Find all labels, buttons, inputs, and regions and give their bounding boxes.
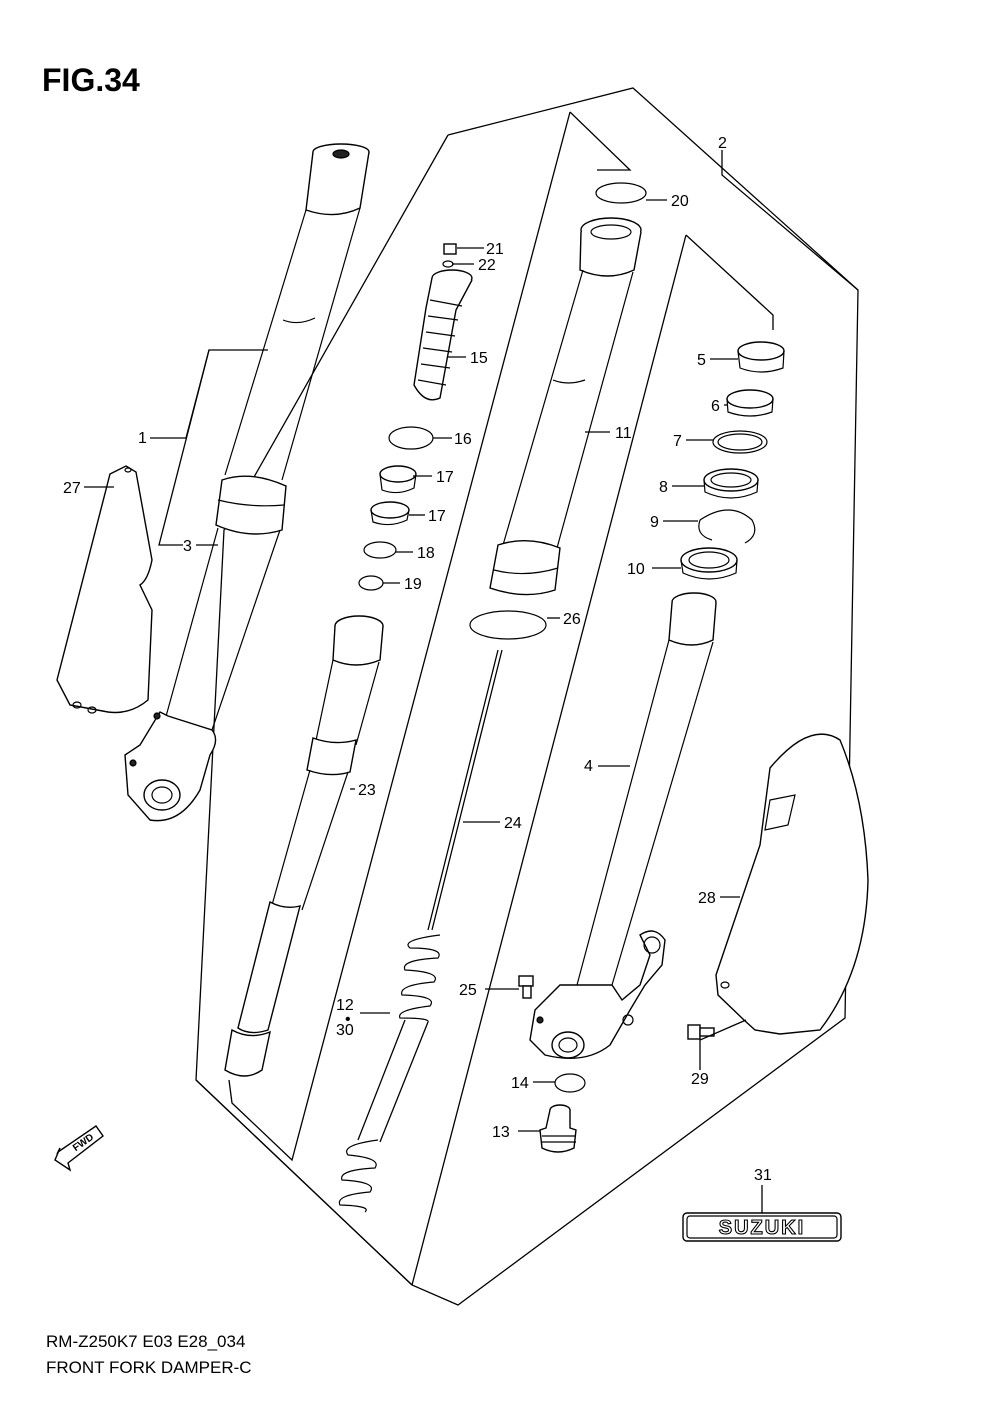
clip-9: [698, 509, 756, 544]
callout-2: 2: [718, 135, 727, 152]
callout-9: 9: [650, 514, 659, 531]
inner-tube-upper: [489, 217, 642, 596]
cartridge-head: [413, 243, 473, 401]
callout-31: 31: [754, 1167, 772, 1184]
assembly-frame-base: [195, 1079, 413, 1286]
o-ring-26: [469, 610, 547, 640]
callout-dot: •: [345, 1011, 351, 1028]
assembly-frame-inner-bottom: [411, 234, 687, 1286]
damper-rod: [427, 649, 499, 931]
ring-7: [712, 430, 768, 454]
callout-24: 24: [504, 815, 522, 832]
base-valve-13: [539, 1104, 577, 1153]
model-code: RM-Z250K7 E03 E28_034: [46, 1332, 246, 1351]
callout-17b: 17: [428, 508, 446, 525]
callout-6: 6: [711, 398, 720, 415]
leader-lines: [84, 150, 859, 1213]
oil-seal-10: [680, 547, 738, 580]
callout-23: 23: [358, 782, 376, 799]
suzuki-emblem: SUZUKI: [682, 1212, 842, 1242]
callout-3: 3: [183, 538, 192, 555]
ring-19: [358, 575, 384, 591]
callout-30: 30: [336, 1022, 354, 1039]
callout-26: 26: [563, 611, 581, 628]
assembly-frame-inner-right: [685, 234, 774, 330]
callout-18: 18: [417, 545, 435, 562]
fork-guard-right: [715, 733, 869, 1035]
fork-outer-tube-lower: [529, 592, 717, 1060]
callout-1: 1: [138, 430, 147, 447]
emblem-text: SUZUKI: [719, 1217, 805, 1239]
callout-11: 11: [615, 425, 632, 442]
stopper-ring-6: [726, 389, 774, 417]
callout-10: 10: [627, 561, 645, 578]
callout-7: 7: [673, 433, 682, 450]
callout-15: 15: [470, 350, 488, 367]
bleed-screw-25: [518, 975, 534, 999]
callout-21: 21: [486, 241, 504, 258]
fork-guard-left: [56, 465, 153, 714]
callout-20: 20: [671, 193, 689, 210]
fwd-arrow: FWD: [54, 1125, 104, 1172]
callout-4: 4: [584, 758, 593, 775]
figure-title: FIG.34: [42, 62, 140, 98]
callout-8: 8: [659, 479, 668, 496]
diagram-description: FRONT FORK DAMPER-C: [46, 1358, 252, 1377]
bolt-29: [687, 1024, 715, 1040]
bushing-17b: [370, 501, 410, 526]
ring-18: [363, 541, 397, 559]
callout-14: 14: [511, 1075, 529, 1092]
callout-27: 27: [63, 480, 81, 497]
callout-29: 29: [691, 1071, 709, 1088]
callout-19: 19: [404, 576, 422, 593]
assembly-frame-inner-left: [228, 111, 571, 1162]
callout-16: 16: [454, 431, 472, 448]
callout-5: 5: [697, 352, 706, 369]
oil-seal-8: [703, 468, 759, 499]
o-ring-14: [554, 1073, 586, 1093]
callout-25: 25: [459, 982, 477, 999]
bushing-17a: [379, 465, 417, 494]
callout-22: 22: [478, 257, 496, 274]
callout-12: 12: [336, 997, 354, 1014]
outer-tube-assembly-left: [124, 143, 370, 822]
callout-13: 13: [492, 1124, 510, 1141]
cartridge-body: [224, 615, 384, 1077]
damper-rod-edge: [431, 649, 503, 931]
assembly-frame-inner: [569, 111, 632, 171]
callout-17a: 17: [436, 469, 454, 486]
fork-spring: [338, 934, 441, 1213]
ring-16: [388, 426, 434, 450]
callout-28: 28: [698, 890, 716, 907]
dust-seal-5: [737, 341, 785, 373]
o-ring-20: [595, 182, 647, 204]
assembly-frame-outer: [195, 87, 859, 1306]
